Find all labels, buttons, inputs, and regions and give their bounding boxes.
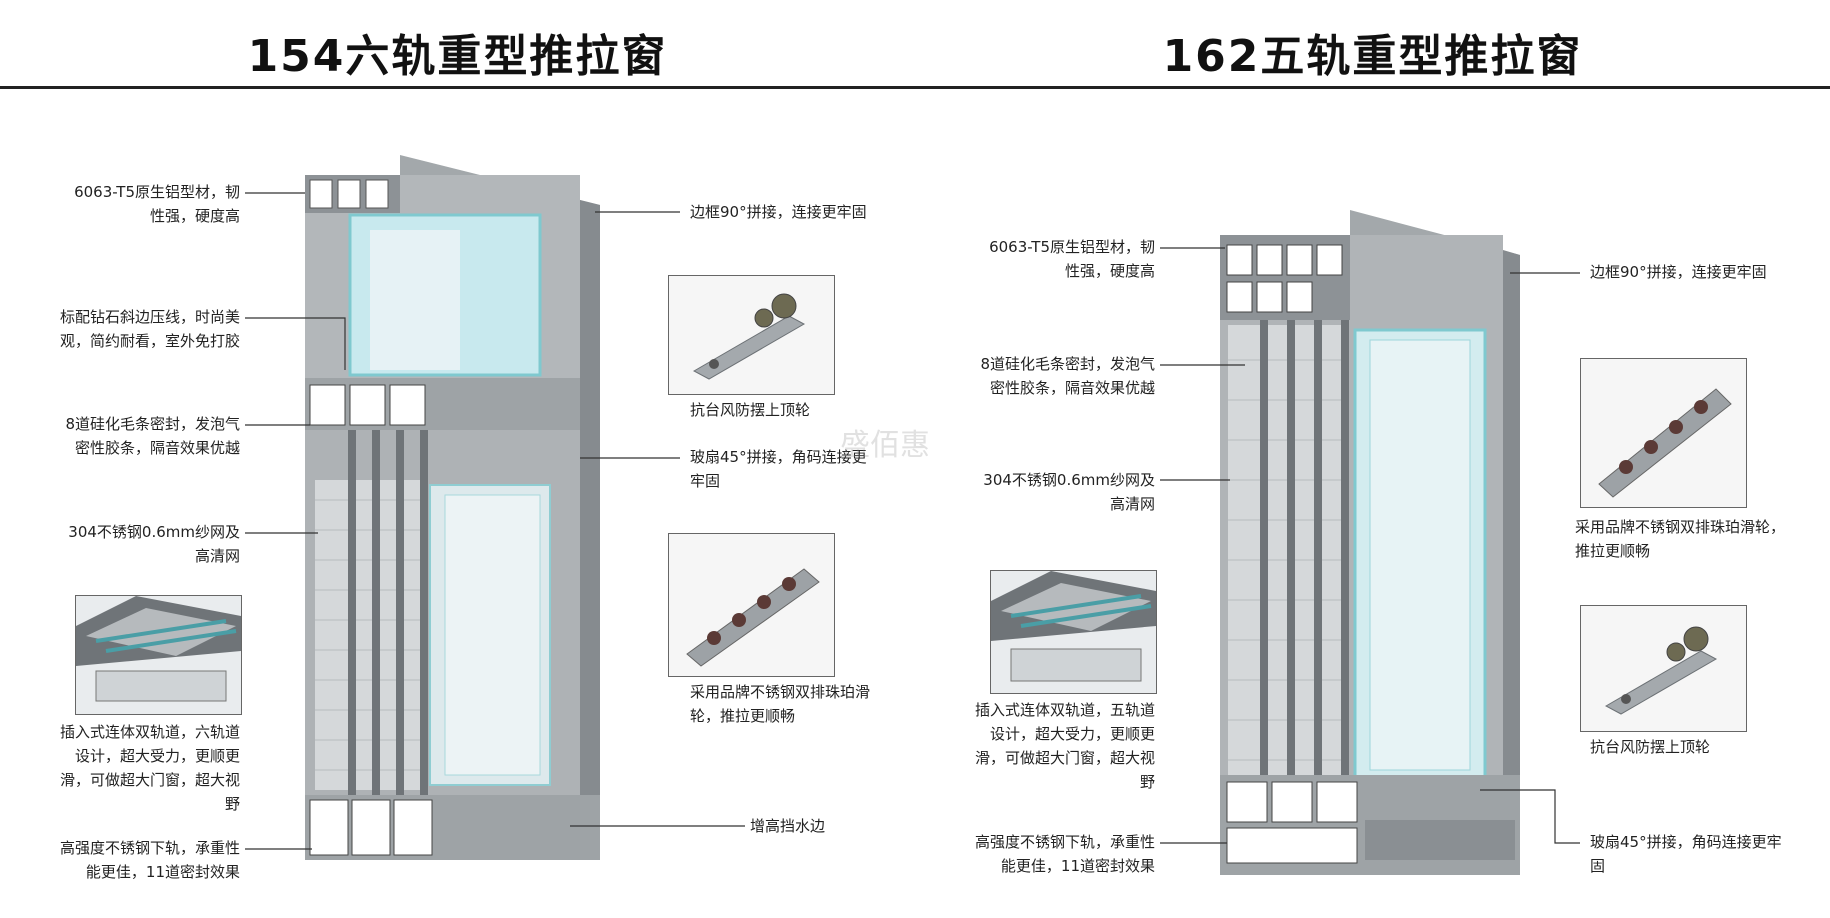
window-illustration-162 xyxy=(1160,210,1580,875)
label-bottom-rail: 高强度不锈钢下轨，承重性能更佳，11道密封效果 xyxy=(60,839,241,881)
label-bottom-rail: 高强度不锈钢下轨，承重性能更佳，11道密封效果 xyxy=(975,833,1156,875)
label-sill: 增高挡水边 xyxy=(750,817,826,835)
brand-watermark: 盛佰惠 xyxy=(840,428,930,463)
panel-title: 154六轨重型推拉窗 xyxy=(247,31,668,82)
label-track: 插入式连体双轨道，六轨道设计，超大受力，更顺更滑，可做超大门窗，超大视野 xyxy=(60,723,241,813)
inset-pulley xyxy=(1580,358,1747,508)
panel-162-five-track: 162五轨重型推拉窗 xyxy=(915,0,1830,918)
top-roller-icon xyxy=(669,276,834,394)
label-pulley: 采用品牌不锈钢双排珠珀滑轮，推拉更顺畅 xyxy=(1575,518,1786,560)
label-bevel-bead: 标配钻石斜边压线，时尚美观，简约耐看，室外免打胶 xyxy=(60,308,241,350)
label-pulley: 采用品牌不锈钢双排珠珀滑轮，推拉更顺畅 xyxy=(690,683,871,725)
title-divider xyxy=(915,86,1830,89)
label-corner-45: 玻扇45°拼接，角码连接更牢固 xyxy=(690,448,867,490)
label-track: 插入式连体双轨道，五轨道设计，超大受力，更顺更滑，可做超大门窗，超大视野 xyxy=(975,701,1156,791)
label-corner-45: 玻扇45°拼接，角码连接更牢固 xyxy=(1590,833,1782,875)
label-profile: 6063-T5原生铝型材，韧性强，硬度高 xyxy=(989,238,1155,280)
inset-top-roller xyxy=(668,275,835,395)
track-section-icon xyxy=(76,596,241,714)
inset-top-roller xyxy=(1580,605,1747,732)
panel-title: 162五轨重型推拉窗 xyxy=(1162,31,1583,82)
label-corner-90: 边框90°拼接，连接更牢固 xyxy=(690,203,867,221)
label-screen: 304不锈钢0.6mm纱网及高清网 xyxy=(983,471,1155,513)
label-corner-90: 边框90°拼接，连接更牢固 xyxy=(1590,263,1767,281)
label-top-roller: 抗台风防摆上顶轮 xyxy=(690,401,811,419)
inset-pulley xyxy=(668,533,835,677)
top-roller-icon xyxy=(1581,606,1746,731)
pulley-icon xyxy=(1581,359,1746,507)
inset-track xyxy=(990,570,1157,694)
label-profile: 6063-T5原生铝型材，韧性强，硬度高 xyxy=(74,183,240,225)
label-seal: 8道硅化毛条密封，发泡气密性胶条，隔音效果优越 xyxy=(980,355,1155,397)
label-screen: 304不锈钢0.6mm纱网及高清网 xyxy=(68,523,240,565)
track-section-icon xyxy=(991,571,1156,693)
panel-154-six-track: 154六轨重型推拉窗 xyxy=(0,31,915,881)
title-divider xyxy=(0,86,915,89)
inset-track xyxy=(75,595,242,715)
pulley-icon xyxy=(669,534,834,676)
label-seal: 8道硅化毛条密封，发泡气密性胶条，隔音效果优越 xyxy=(65,415,240,457)
window-illustration-154 xyxy=(245,155,745,860)
label-top-roller: 抗台风防摆上顶轮 xyxy=(1590,738,1711,756)
